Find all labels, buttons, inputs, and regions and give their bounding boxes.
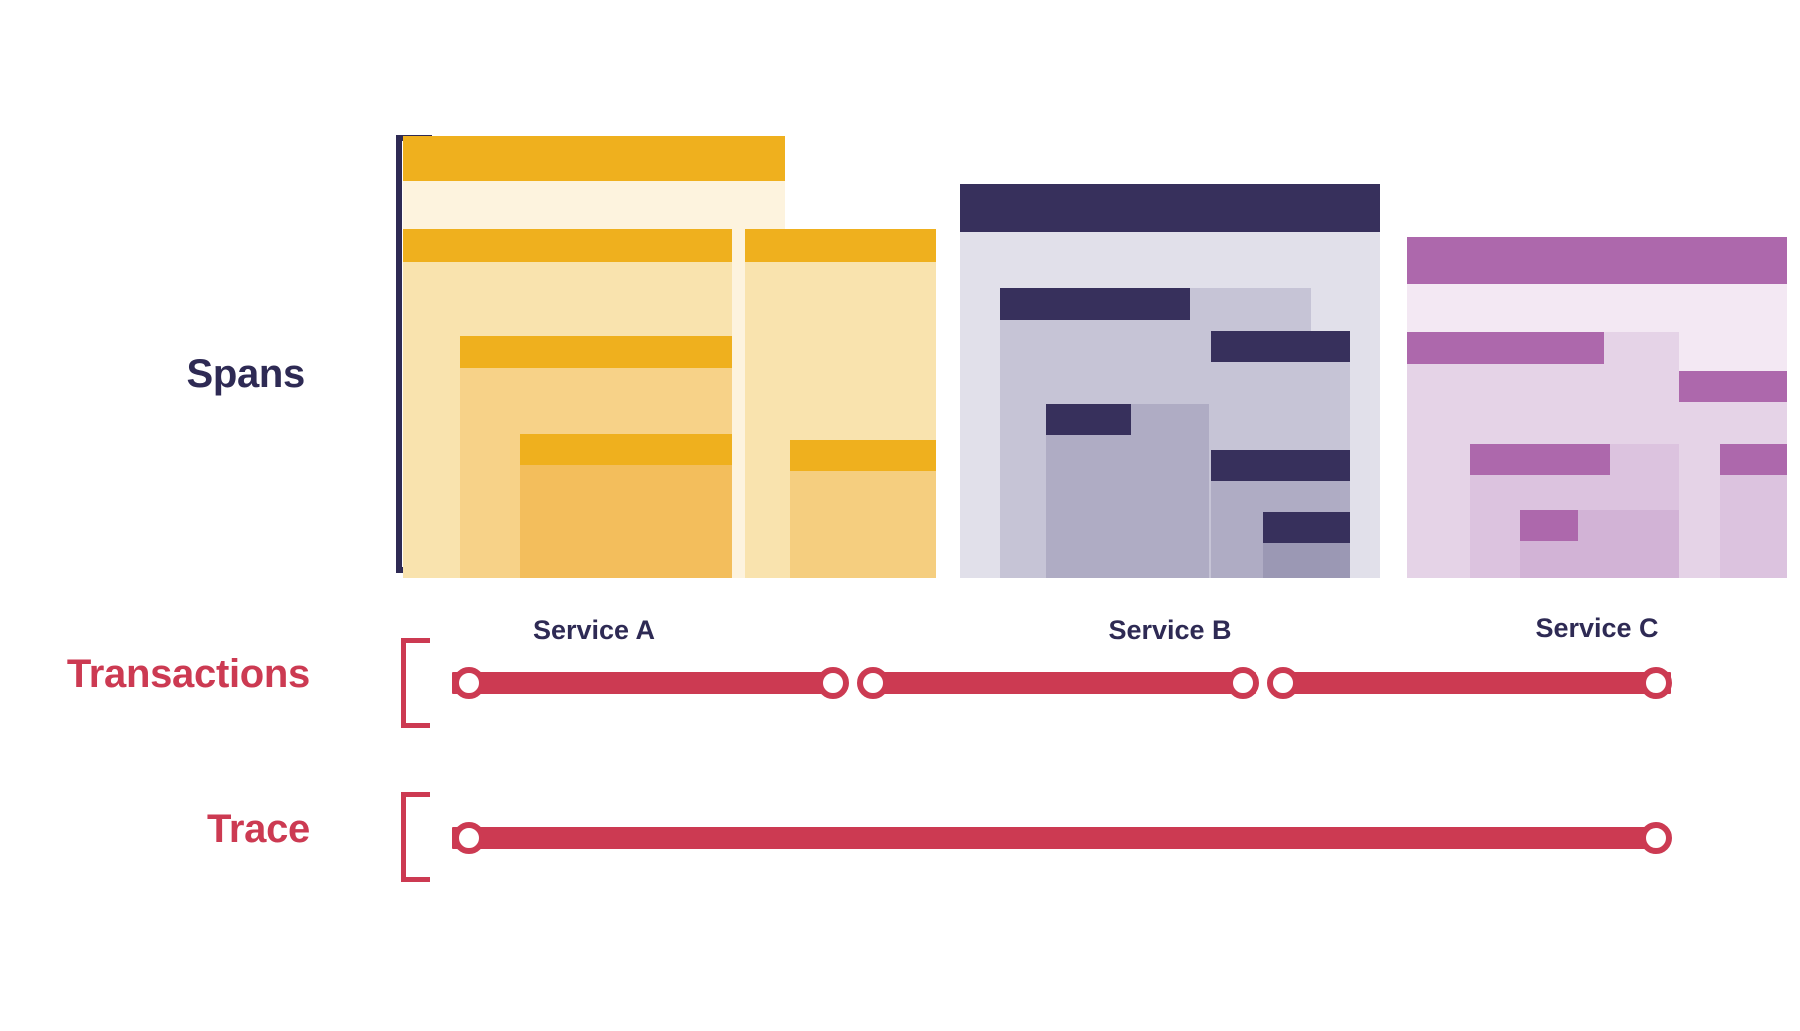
service-b-sibling-span-1-header [1211,331,1350,362]
trace-start-dot[interactable] [453,822,485,854]
service-c-child-span-3-header [1520,510,1578,541]
transaction-b-end-dot[interactable] [1227,667,1259,699]
transaction-c-start-dot[interactable] [1267,667,1299,699]
service-b-child-span-2-header [1046,404,1131,435]
service-a-caption: Service A [532,615,656,645]
transaction-b-line[interactable] [866,672,1256,694]
service-b-sibling-span-2-header [1211,450,1350,481]
trace-bracket [401,792,430,882]
service-b-child-span-1-header [1000,288,1190,320]
spans-row-label: Spans [186,352,305,396]
service-b-sibling-span-3-header [1263,512,1350,543]
transaction-c-line[interactable] [1276,672,1671,694]
spans-area [403,136,1787,578]
transaction-a-line[interactable] [452,672,844,694]
service-a-sibling-span-2-header [790,440,936,471]
service-a-sibling-span-1-header [745,229,936,262]
service-a-child-span-2-header [460,336,732,368]
service-a-child-span-3-header [520,434,732,465]
service-c-sibling-span-2-header [1720,444,1787,475]
service-c-child-span-1-header [1407,332,1604,364]
service-c-child-span-2-header [1470,444,1610,475]
trace-line[interactable] [452,827,1652,849]
transaction-c-end-dot[interactable] [1640,667,1672,699]
transactions-row-label: Transactions [66,652,310,696]
transaction-a-end-dot[interactable] [817,667,849,699]
trace-row-label: Trace [206,807,310,851]
transaction-b-start-dot[interactable] [857,667,889,699]
trace-end-dot[interactable] [1640,822,1672,854]
service-a-root-span-header [403,136,785,181]
service-c-caption: Service C [1535,613,1659,643]
service-b-caption: Service B [1108,615,1232,645]
transaction-a-start-dot[interactable] [453,667,485,699]
service-b-root-span-header [960,184,1380,232]
service-a-child-span-1-header [403,229,732,262]
service-c-root-span-header [1407,237,1787,284]
service-c-sibling-span-1-header [1679,371,1787,402]
transactions-bracket [401,638,430,728]
